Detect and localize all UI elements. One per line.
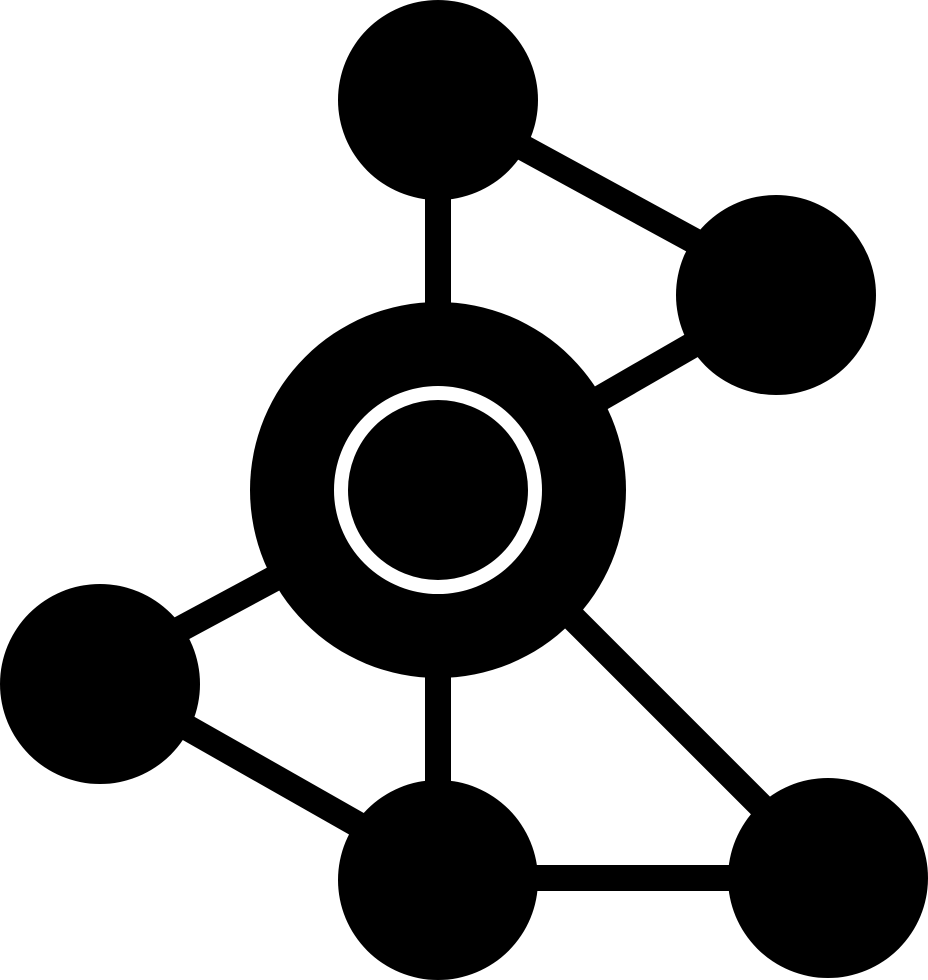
edge-center-to-bottom-right — [555, 600, 800, 845]
center-hub — [250, 302, 626, 678]
hub-gap-ring — [334, 386, 542, 594]
node-right — [676, 195, 876, 395]
node-bottom — [338, 780, 538, 980]
node-left — [0, 584, 200, 784]
node-bottom-right — [728, 778, 928, 978]
edge-top-to-right — [493, 123, 727, 267]
node-top — [338, 0, 538, 200]
edge-left-to-bottom — [158, 703, 392, 852]
hub-core — [350, 402, 526, 578]
